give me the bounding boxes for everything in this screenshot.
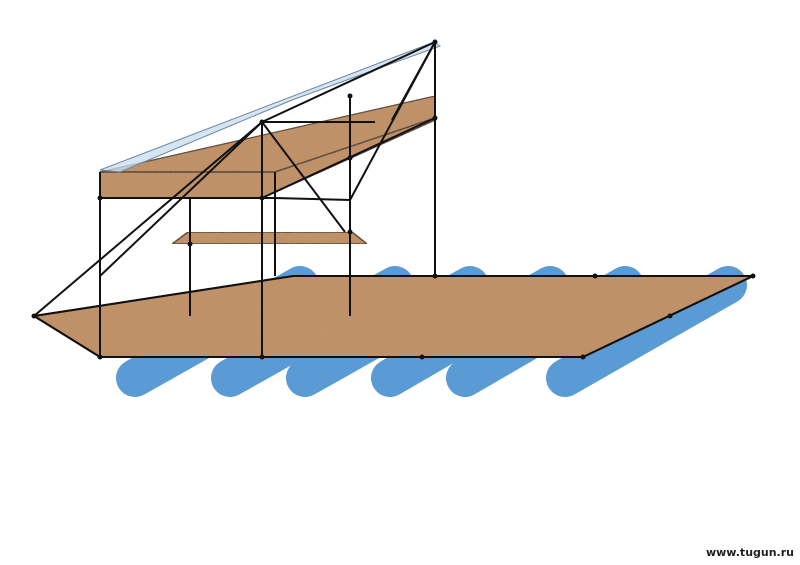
joint-dot xyxy=(419,354,425,360)
joint-dot xyxy=(97,354,103,360)
frame-member xyxy=(274,197,351,201)
joint-dot xyxy=(31,313,37,319)
watermark: www.tugun.ru xyxy=(705,546,794,559)
joint-dot xyxy=(347,93,353,99)
joint-dot xyxy=(259,195,265,201)
joint-dot xyxy=(432,39,438,45)
joint-dot xyxy=(667,313,673,319)
joint-dot xyxy=(347,155,353,161)
joint-dot xyxy=(97,195,103,201)
mid-shelf xyxy=(169,231,370,245)
frame-member xyxy=(261,121,346,233)
frame-member xyxy=(261,41,436,123)
joint-dot xyxy=(592,273,598,279)
joint-dot xyxy=(432,115,438,121)
joint-dot xyxy=(259,119,265,125)
frame-structure xyxy=(33,41,754,358)
frame-member xyxy=(33,121,263,317)
joint-dot xyxy=(750,273,756,279)
frame-member xyxy=(391,41,436,121)
frame-member xyxy=(33,315,101,358)
joint-dot xyxy=(432,273,438,279)
frame-joints xyxy=(31,39,756,360)
joint-dot xyxy=(580,354,586,360)
joint-dot xyxy=(347,229,353,235)
joint-dot xyxy=(259,354,265,360)
joint-dot xyxy=(187,241,193,247)
frame-member xyxy=(33,275,294,317)
